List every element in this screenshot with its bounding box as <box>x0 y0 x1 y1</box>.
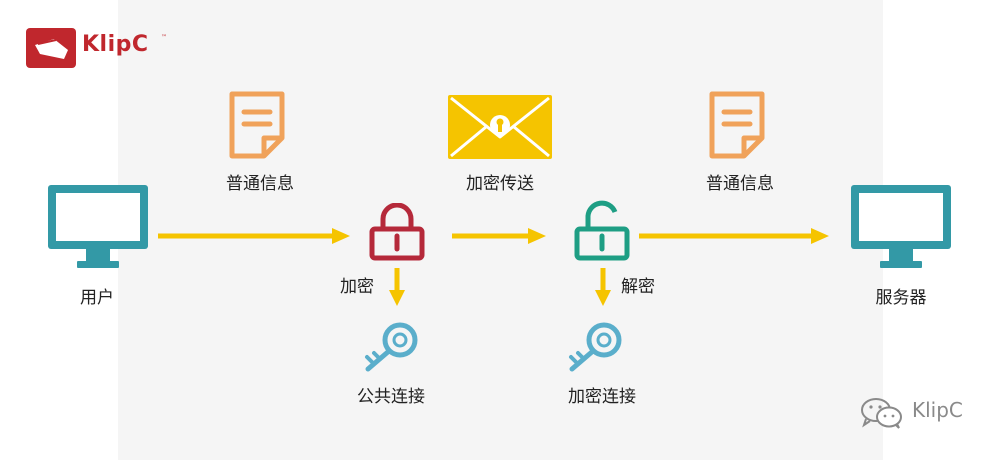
arrow-unlock-down <box>595 268 611 306</box>
lock-closed-icon <box>369 203 425 261</box>
decrypt-label: 解密 <box>621 277 655 297</box>
klipc-logo-icon <box>26 28 76 68</box>
key-public-icon <box>365 322 418 372</box>
plain-info-right-label: 普通信息 <box>706 174 774 194</box>
encrypted-connection-label: 加密连接 <box>568 387 636 407</box>
logo-text: KlipC <box>82 32 149 57</box>
encrypted-transfer-label: 加密传送 <box>466 174 534 194</box>
document-right-icon <box>709 91 765 159</box>
arrow-lock-down <box>389 268 405 306</box>
server-label: 服务器 <box>875 288 927 308</box>
arrow-lock-to-unlock <box>452 228 546 244</box>
arrow-user-to-lock <box>158 228 350 244</box>
lock-open-icon <box>574 200 630 261</box>
encrypt-label: 加密 <box>340 277 374 297</box>
plain-info-left-label: 普通信息 <box>226 174 294 194</box>
logo-trademark: ™ <box>161 34 167 41</box>
key-encrypted-icon <box>569 322 622 372</box>
user-monitor-icon <box>48 185 148 268</box>
wechat-icon <box>861 398 902 429</box>
public-connection-label: 公共连接 <box>357 387 425 407</box>
envelope-icon <box>448 95 552 159</box>
document-left-icon <box>229 91 285 159</box>
watermark-text: KlipC <box>912 398 963 422</box>
server-monitor-icon <box>851 185 951 268</box>
arrow-unlock-to-server <box>639 228 829 244</box>
user-label: 用户 <box>80 288 114 308</box>
background-panel <box>118 0 883 460</box>
